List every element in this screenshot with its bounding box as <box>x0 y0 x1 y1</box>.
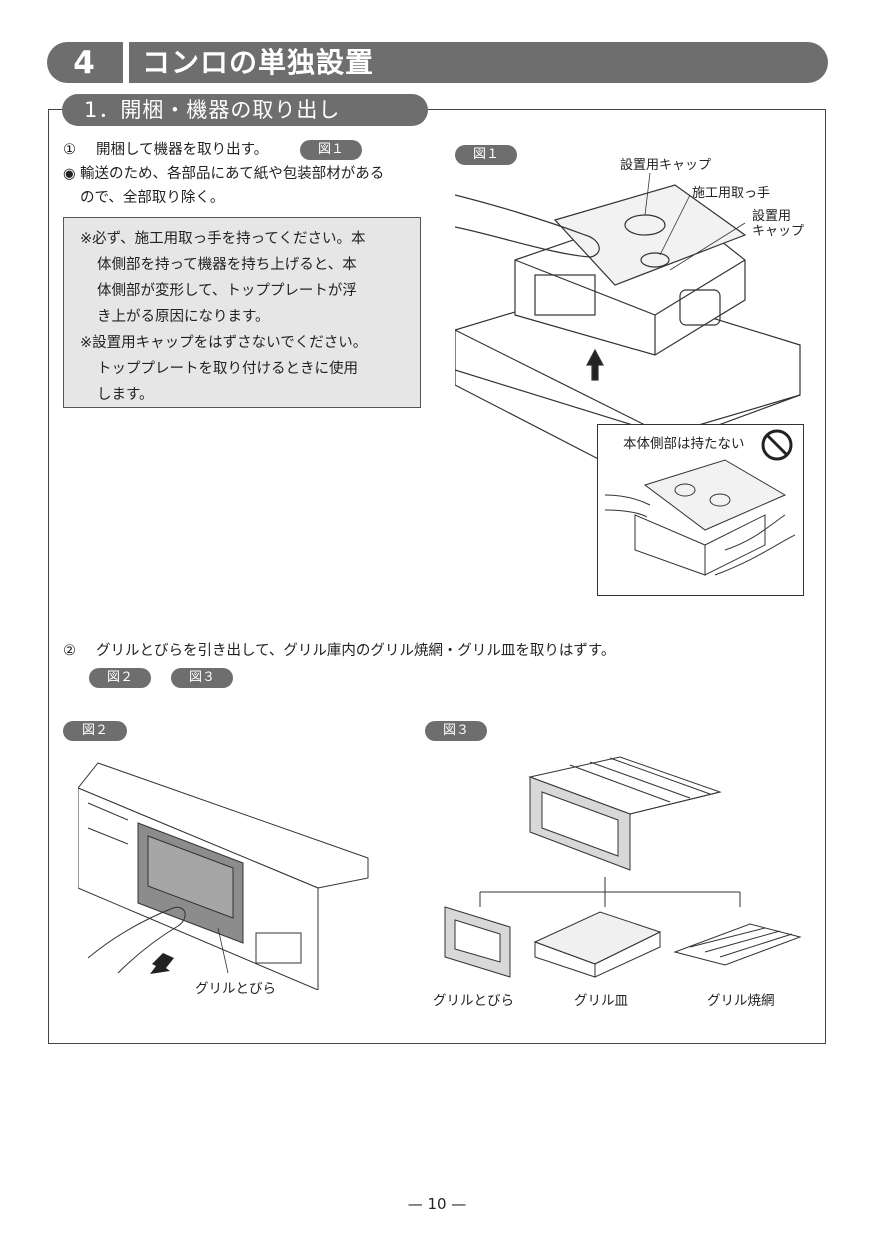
fig1-badge: 図１ <box>455 145 517 165</box>
step2-marker: ② <box>63 643 76 659</box>
section-frame <box>48 109 826 1044</box>
fig3-label-door: グリルとびら <box>433 993 514 1009</box>
step1-line2: 輸送のため、各部品にあて紙や包装部材がある <box>80 166 385 182</box>
note-line: 体側部を持って機器を持ち上げると、本 <box>97 257 357 273</box>
note-line: ※設置用キャップをはずさないでください。 <box>80 335 368 351</box>
chapter-title: コンロの単独設置 <box>142 46 375 79</box>
fig1-inset-illustration <box>605 459 795 576</box>
step1-text: 開梱して機器を取り出す。 <box>96 142 269 158</box>
fig1-unboxing-illustration <box>455 172 801 466</box>
fig1-label-cap-side-2: キャップ <box>752 224 805 239</box>
step2-text: グリルとびらを引き出して、グリル庫内のグリル焼網・グリル皿を取りはずす。 <box>96 643 616 659</box>
chapter-header-bar <box>47 42 828 83</box>
fig1-label-handle: 施工用取っ手 <box>692 186 771 201</box>
prohibited-icon <box>761 429 793 461</box>
fig2-badge: 図２ <box>63 721 127 741</box>
fig3-badge: 図３ <box>425 721 487 741</box>
page-number: — 10 — <box>407 1195 467 1213</box>
step1-bullet: ◉ <box>63 166 76 182</box>
step2-fig3-ref: 図３ <box>171 668 233 688</box>
fig3-label-pan: グリル皿 <box>574 993 628 1009</box>
chapter-divider <box>123 42 129 83</box>
fig1-label-cap-side-1: 設置用 <box>752 209 792 224</box>
chapter-number: 4 <box>73 44 95 81</box>
fig1-label-cap-top: 設置用キャップ <box>620 158 712 173</box>
step1-fig-ref: 図１ <box>300 140 362 160</box>
note-line: 体側部が変形して、トッププレートが浮 <box>97 283 357 299</box>
fig1-warning-text: 本体側部は持たない <box>623 436 745 452</box>
caution-note-box <box>63 217 421 408</box>
note-line: ※必ず、施工用取っ手を持ってください。本 <box>80 231 366 247</box>
step1-marker: ① <box>63 142 76 158</box>
note-line: します。 <box>97 387 154 403</box>
section-title: 1．開梱・機器の取り出し <box>62 94 428 126</box>
step2-fig2-ref: 図２ <box>89 668 151 688</box>
note-line: き上がる原因になります。 <box>97 309 270 325</box>
fig2-label-door: グリルとびら <box>195 981 276 997</box>
step1-line3: ので、全部取り除く。 <box>80 190 225 206</box>
note-line: トッププレートを取り付けるときに使用 <box>97 361 358 377</box>
fig3-grill-parts-illustration <box>444 756 802 978</box>
fig2-grill-door-illustration <box>78 762 369 990</box>
fig3-label-net: グリル焼網 <box>707 993 775 1009</box>
